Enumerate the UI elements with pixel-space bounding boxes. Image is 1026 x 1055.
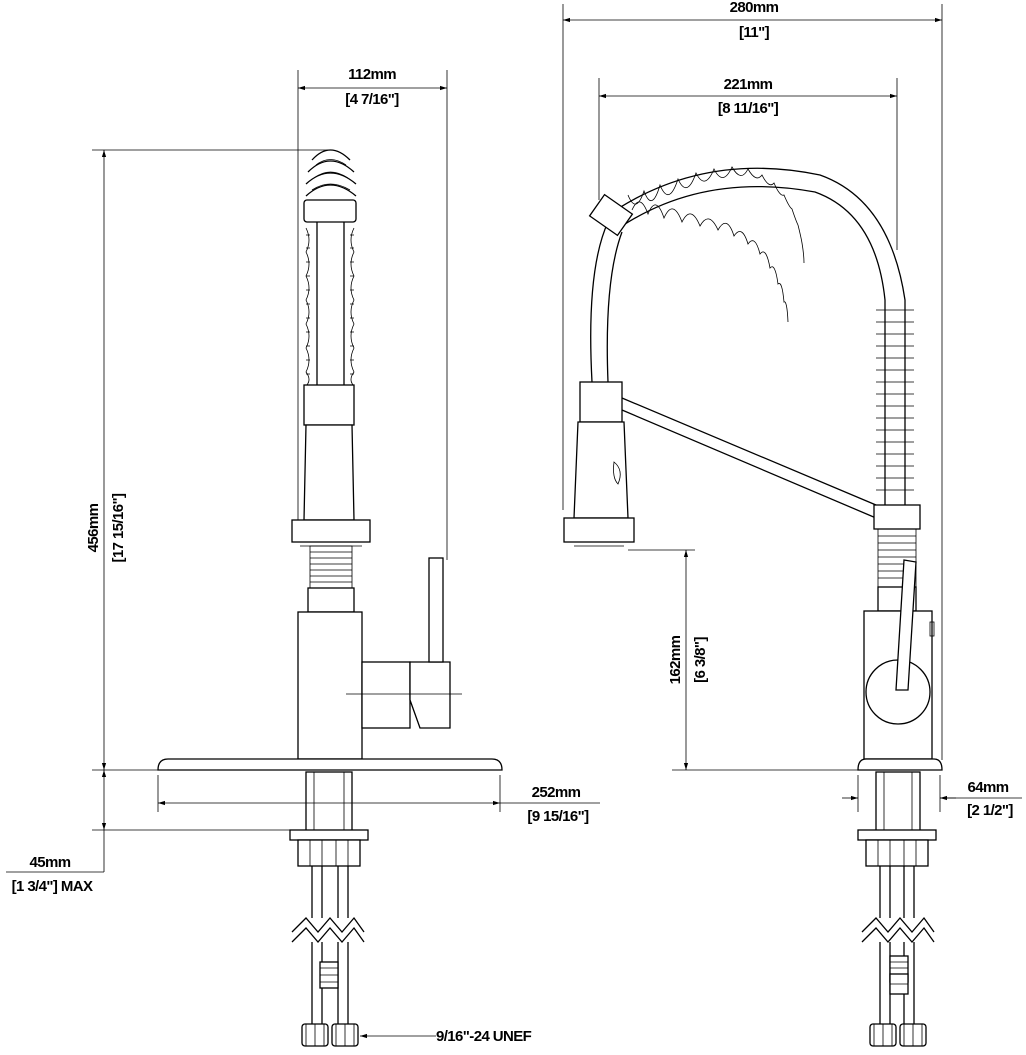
overall-height-imperial: [17 15/16"] xyxy=(110,493,127,562)
side-supply-hoses xyxy=(861,866,935,1047)
front-sprayer-collar xyxy=(303,384,355,426)
side-spout-tip-cap xyxy=(588,193,634,237)
front-lower-coil xyxy=(309,545,353,589)
overall-reach-metric: 280mm xyxy=(730,0,779,16)
base-diameter-imperial: [2 1/2"] xyxy=(967,802,1013,819)
spout-reach-metric: 221mm xyxy=(724,76,773,93)
side-hose-inner xyxy=(590,221,609,383)
spout-clearance-imperial: [6 3/8"] xyxy=(692,637,709,683)
overall-reach-imperial: [11"] xyxy=(739,24,770,41)
spout-width-metric: 112mm xyxy=(348,66,396,83)
front-spring-coil xyxy=(303,149,357,387)
side-shank xyxy=(857,771,937,867)
spout-reach-imperial: [8 11/16"] xyxy=(718,100,779,117)
deck-thickness-metric: 45mm xyxy=(30,854,71,871)
front-shank xyxy=(289,771,369,867)
front-coil-base xyxy=(307,587,355,613)
side-sprayer-head xyxy=(563,381,635,547)
front-sprayer-body xyxy=(303,424,355,521)
connector-thread-label: 9/16"-24 UNEF xyxy=(436,1028,532,1045)
front-supply-hoses xyxy=(291,866,365,1047)
side-base-plate xyxy=(857,758,943,771)
deck-plate-metric: 252mm xyxy=(532,784,581,801)
overall-height-metric: 456mm xyxy=(85,503,102,552)
spout-clearance-metric: 162mm xyxy=(667,635,684,684)
side-dock-ring xyxy=(873,504,921,530)
front-handle xyxy=(346,557,462,729)
front-faucet-body xyxy=(297,611,363,760)
spout-width-imperial: [4 7/16"] xyxy=(345,91,399,108)
front-view xyxy=(6,70,600,1047)
deck-thickness-imperial: [1 3/4"] MAX xyxy=(12,878,93,895)
side-support-arm xyxy=(621,397,877,506)
base-diameter-metric: 64mm xyxy=(968,779,1009,796)
front-deck-plate xyxy=(157,758,503,771)
front-dock-ring xyxy=(291,519,371,543)
side-view xyxy=(562,4,1022,1047)
side-gooseneck-spring xyxy=(603,166,914,505)
side-handle-lever xyxy=(895,559,917,691)
deck-plate-imperial: [9 15/16"] xyxy=(527,808,589,825)
